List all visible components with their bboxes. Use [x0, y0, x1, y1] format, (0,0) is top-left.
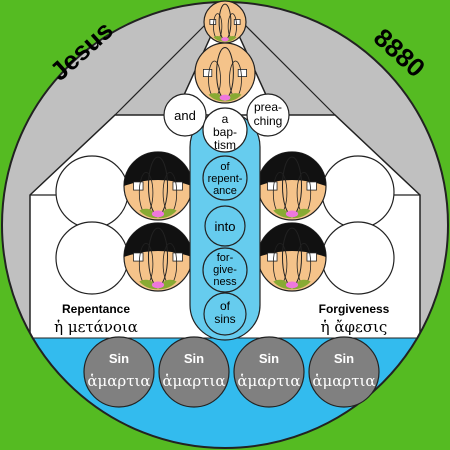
sin-label: Sin: [334, 351, 354, 366]
word-circle-baptism: a bap- tism: [202, 107, 248, 153]
word-of-sins-line1: of: [220, 299, 231, 313]
word-circle-preaching: prea- ching: [246, 93, 290, 137]
sin-greek-label: ἁμαρτια: [237, 372, 300, 390]
word-circle-and: and: [163, 93, 207, 137]
sin-circle-2: Sin ἁμαρτια: [158, 336, 230, 408]
label-repentance-greek: ἡ μετάνοια: [54, 318, 138, 336]
sin-greek-label: ἁμαρτια: [312, 372, 375, 390]
word-repentance-line3: ance: [213, 185, 237, 197]
word-preaching-line2: ching: [254, 114, 283, 128]
sin-circle-3: Sin ἁμαρτια: [233, 336, 305, 408]
word-repentance-line1: of: [220, 161, 230, 173]
sin-greek-label: ἁμαρτια: [162, 372, 225, 390]
word-baptism-line3: tism: [214, 138, 236, 152]
word-forgiveness-line1: for-: [217, 252, 234, 264]
word-forgiveness-line3: ness: [213, 276, 237, 288]
face-2: [194, 42, 256, 104]
word-circle-forgiveness: for- give- ness: [202, 247, 248, 293]
word-baptism-line2: bap-: [213, 125, 237, 139]
sin-label: Sin: [184, 351, 204, 366]
label-forgiveness: Forgiveness: [319, 302, 390, 316]
word-and: and: [174, 108, 196, 123]
word-repentance-line2: repent-: [208, 173, 243, 185]
word-forgiveness-line2: give-: [213, 264, 237, 276]
word-circle-into: into: [204, 205, 246, 247]
sin-greek-label: ἁμαρτια: [87, 372, 150, 390]
face-6: [257, 222, 327, 292]
face-5: [123, 222, 193, 292]
faces-group: [123, 0, 327, 292]
face-4: [257, 151, 327, 221]
label-repentance: Repentance: [62, 302, 130, 316]
word-circle-repentance: of repent- ance: [202, 155, 248, 201]
sin-circles-group: Sin ἁμαρτια Sin ἁμαρτια Sin ἁμαρτια Sin ἁμαρτια: [83, 336, 380, 408]
shelf-circles: [55, 155, 395, 295]
word-into: into: [215, 219, 236, 234]
sin-circle-1: Sin ἁμαρτια: [83, 336, 155, 408]
face-1: [203, 0, 247, 44]
word-preaching-line1: prea-: [254, 100, 282, 114]
label-forgiveness-greek: ἡ ἄφεσις: [321, 318, 388, 336]
word-of-sins-line2: sins: [214, 312, 235, 326]
word-baptism-line1: a: [222, 112, 229, 126]
sin-label: Sin: [109, 351, 129, 366]
sin-circle-4: Sin ἁμαρτια: [308, 336, 380, 408]
face-3: [123, 151, 193, 221]
sin-label: Sin: [259, 351, 279, 366]
word-circle-of-sins: of sins: [203, 292, 247, 336]
